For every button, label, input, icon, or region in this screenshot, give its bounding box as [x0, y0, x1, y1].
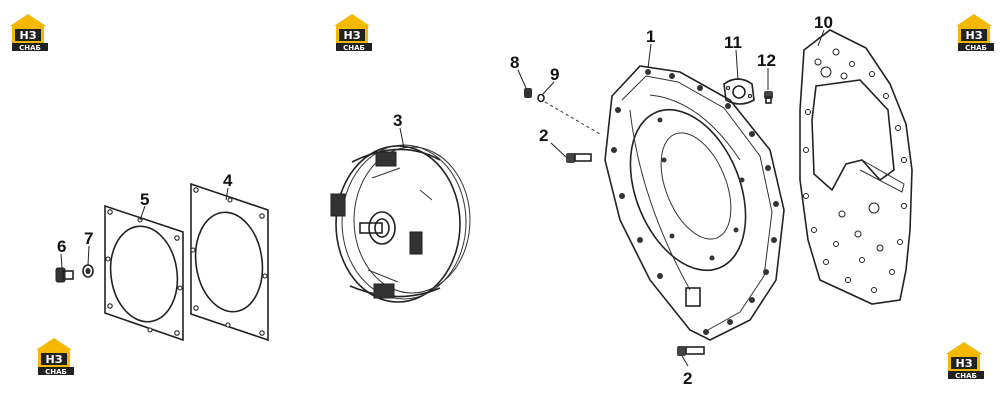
svg-text:НЗ: НЗ	[45, 353, 62, 366]
part-2-bolt-upper	[566, 153, 592, 163]
logo-top-left: НЗ СНАБ	[10, 14, 48, 52]
label-2-upper: 2	[539, 126, 548, 145]
svg-text:СНАБ: СНАБ	[965, 44, 987, 52]
label-2-lower: 2	[683, 369, 692, 388]
logo-top-right: НЗ СНАБ	[956, 14, 994, 52]
part-9-ring	[537, 93, 545, 103]
part-1-flywheel-housing	[604, 65, 785, 341]
label-5: 5	[140, 190, 149, 209]
label-12: 12	[757, 51, 776, 70]
label-1: 1	[646, 27, 655, 46]
svg-text:НЗ: НЗ	[19, 29, 36, 42]
svg-text:СНАБ: СНАБ	[45, 368, 67, 376]
label-9: 9	[550, 65, 559, 84]
label-11: 11	[724, 33, 742, 52]
logo-top-center: НЗ СНАБ	[334, 14, 372, 52]
svg-text:СНАБ: СНАБ	[343, 44, 365, 52]
part-11-cover	[723, 78, 755, 105]
label-4: 4	[223, 171, 233, 190]
part-4-gasket-plate	[190, 182, 269, 342]
part-12-bolt	[764, 91, 773, 104]
svg-text:СНАБ: СНАБ	[955, 372, 977, 380]
part-10-adapter-plate	[799, 29, 913, 305]
svg-text:НЗ: НЗ	[343, 29, 360, 42]
part-5-gasket-plate	[104, 204, 184, 342]
label-3: 3	[393, 111, 402, 130]
svg-text:НЗ: НЗ	[965, 29, 982, 42]
svg-text:СНАБ: СНАБ	[19, 44, 41, 52]
svg-text:НЗ: НЗ	[955, 357, 972, 370]
leader-9-dashed	[544, 101, 601, 135]
label-10: 10	[814, 13, 833, 32]
label-8: 8	[510, 53, 519, 72]
part-3-torque-converter	[330, 144, 471, 303]
part-2-bolt-lower	[677, 346, 705, 356]
logo-bottom-right: НЗ СНАБ	[946, 342, 984, 380]
logo-bottom-left: НЗ СНАБ	[36, 338, 74, 376]
part-6-bolt	[55, 267, 74, 283]
leader-lines	[60, 29, 825, 367]
label-7: 7	[84, 229, 93, 248]
part-8-plug	[524, 88, 532, 98]
label-6: 6	[57, 237, 66, 256]
part-7-washer	[82, 264, 94, 278]
